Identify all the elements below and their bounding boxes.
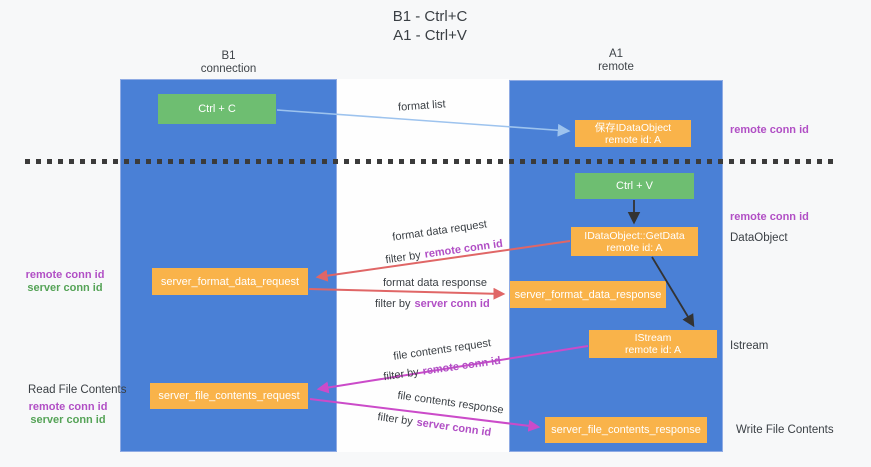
left-label-remote-conn-id-2: remote conn id [28, 401, 108, 413]
title-line-a1: A1 - Ctrl+V [393, 27, 467, 44]
phase-separator-dashed-line [25, 159, 833, 164]
node-server-format-data-request: server_format_data_request [152, 268, 308, 295]
column-a1-name: A1 [608, 48, 624, 60]
right-label-istream: Istream [730, 340, 769, 352]
right-label-remote-conn-id-2: remote conn id [730, 211, 809, 223]
column-b1-role: connection [200, 63, 257, 75]
left-label-group-conn-ids-1: remote conn id server conn id [15, 269, 115, 295]
left-label-server-conn-id-1: server conn id [27, 282, 103, 294]
column-a1-role: remote [598, 61, 634, 73]
diagram-title: B1 - Ctrl+C A1 - Ctrl+V [0, 7, 860, 45]
server-conn-id-text: server conn id [414, 298, 490, 310]
filter-by-text: filter by [375, 298, 411, 310]
node-istream: IStream remote id: A [589, 330, 717, 358]
title-line-b1: B1 - Ctrl+C [392, 8, 468, 25]
column-header-a1: A1 remote [509, 48, 723, 74]
node-istream-title: IStream [634, 332, 672, 344]
node-ctrl-c: Ctrl + C [158, 94, 276, 124]
edge-label-format-data-response: format data response [383, 277, 487, 289]
left-label-server-conn-id-2: server conn id [30, 414, 106, 426]
node-save-idataobject-remote-id: remote id: A [604, 133, 662, 146]
left-label-group-conn-ids-2: remote conn id server conn id [18, 401, 118, 427]
node-server-format-data-response: server_format_data_response [510, 281, 666, 308]
node-getdata-remote-id: remote id: A [606, 241, 663, 254]
column-b1-name: B1 [221, 50, 236, 62]
node-server-file-contents-response: server_file_contents_response [545, 417, 707, 443]
left-label-remote-conn-id-1: remote conn id [25, 269, 105, 281]
node-ctrl-v: Ctrl + V [575, 173, 694, 199]
right-label-write-file-contents: Write File Contents [736, 424, 834, 436]
node-istream-remote-id: remote id: A [624, 344, 682, 356]
right-label-dataobject: DataObject [730, 232, 788, 244]
node-save-idataobject: 保存IDataObject remote id: A [575, 120, 691, 147]
node-idataobject-getdata: IDataObject::GetData remote id: A [571, 227, 698, 256]
column-header-b1: B1 connection [120, 50, 337, 76]
node-server-file-contents-request: server_file_contents_request [150, 383, 308, 409]
left-label-read-file-contents: Read File Contents [28, 384, 127, 396]
right-label-remote-conn-id-1: remote conn id [730, 124, 809, 136]
node-getdata-title: IDataObject::GetData [584, 229, 685, 242]
node-save-idataobject-title: 保存IDataObject [594, 121, 672, 134]
